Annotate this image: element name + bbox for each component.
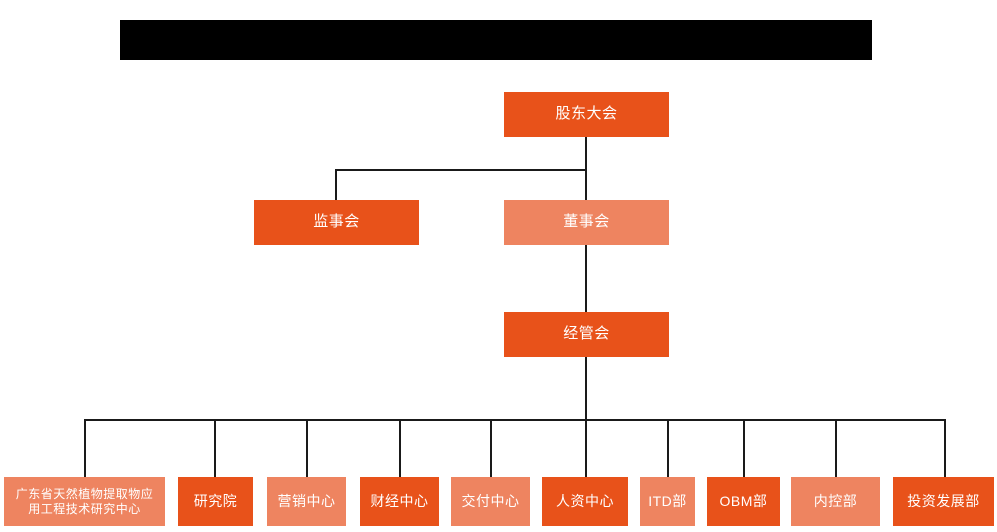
node-investment-development-dept[interactable]: 投资发展部 [893,477,994,526]
node-obm-dept[interactable]: OBM部 [707,477,780,526]
connector-shareholders-down [585,137,587,170]
connector-drop-research-institute [214,419,216,477]
connector-drop-obm-dept [743,419,745,477]
connector-drop-internal-control-dept [835,419,837,477]
connector-drop-investment-dev-dept [944,419,946,477]
connector-directors-to-mgmt [585,245,587,312]
connector-supervisors-drop [335,169,337,200]
node-research-institute[interactable]: 研究院 [178,477,253,526]
node-board-of-directors[interactable]: 董事会 [504,200,669,245]
connector-drop-gd-research-center [84,419,86,477]
connector-directors-drop [585,169,587,200]
node-internal-control-dept[interactable]: 内控部 [791,477,880,526]
connector-drop-marketing-center [306,419,308,477]
redacted-title-banner [120,20,872,60]
node-finance-center[interactable]: 财经中心 [360,477,439,526]
node-marketing-center[interactable]: 营销中心 [267,477,346,526]
node-board-of-supervisors[interactable]: 监事会 [254,200,419,245]
node-management-committee[interactable]: 经管会 [504,312,669,357]
node-itd-dept[interactable]: ITD部 [640,477,695,526]
connector-drop-itd-dept [667,419,669,477]
connector-departments-bus [85,419,946,421]
node-shareholders-meeting[interactable]: 股东大会 [504,92,669,137]
connector-level2-bus [336,169,587,171]
connector-drop-delivery-center [490,419,492,477]
connector-drop-finance-center [399,419,401,477]
connector-drop-hr-center [585,419,587,477]
node-hr-center[interactable]: 人资中心 [542,477,628,526]
connector-mgmt-down [585,357,587,420]
node-delivery-center[interactable]: 交付中心 [451,477,530,526]
node-gd-natural-plant-extract-research-center[interactable]: 广东省天然植物提取物应 用工程技术研究中心 [4,477,165,526]
